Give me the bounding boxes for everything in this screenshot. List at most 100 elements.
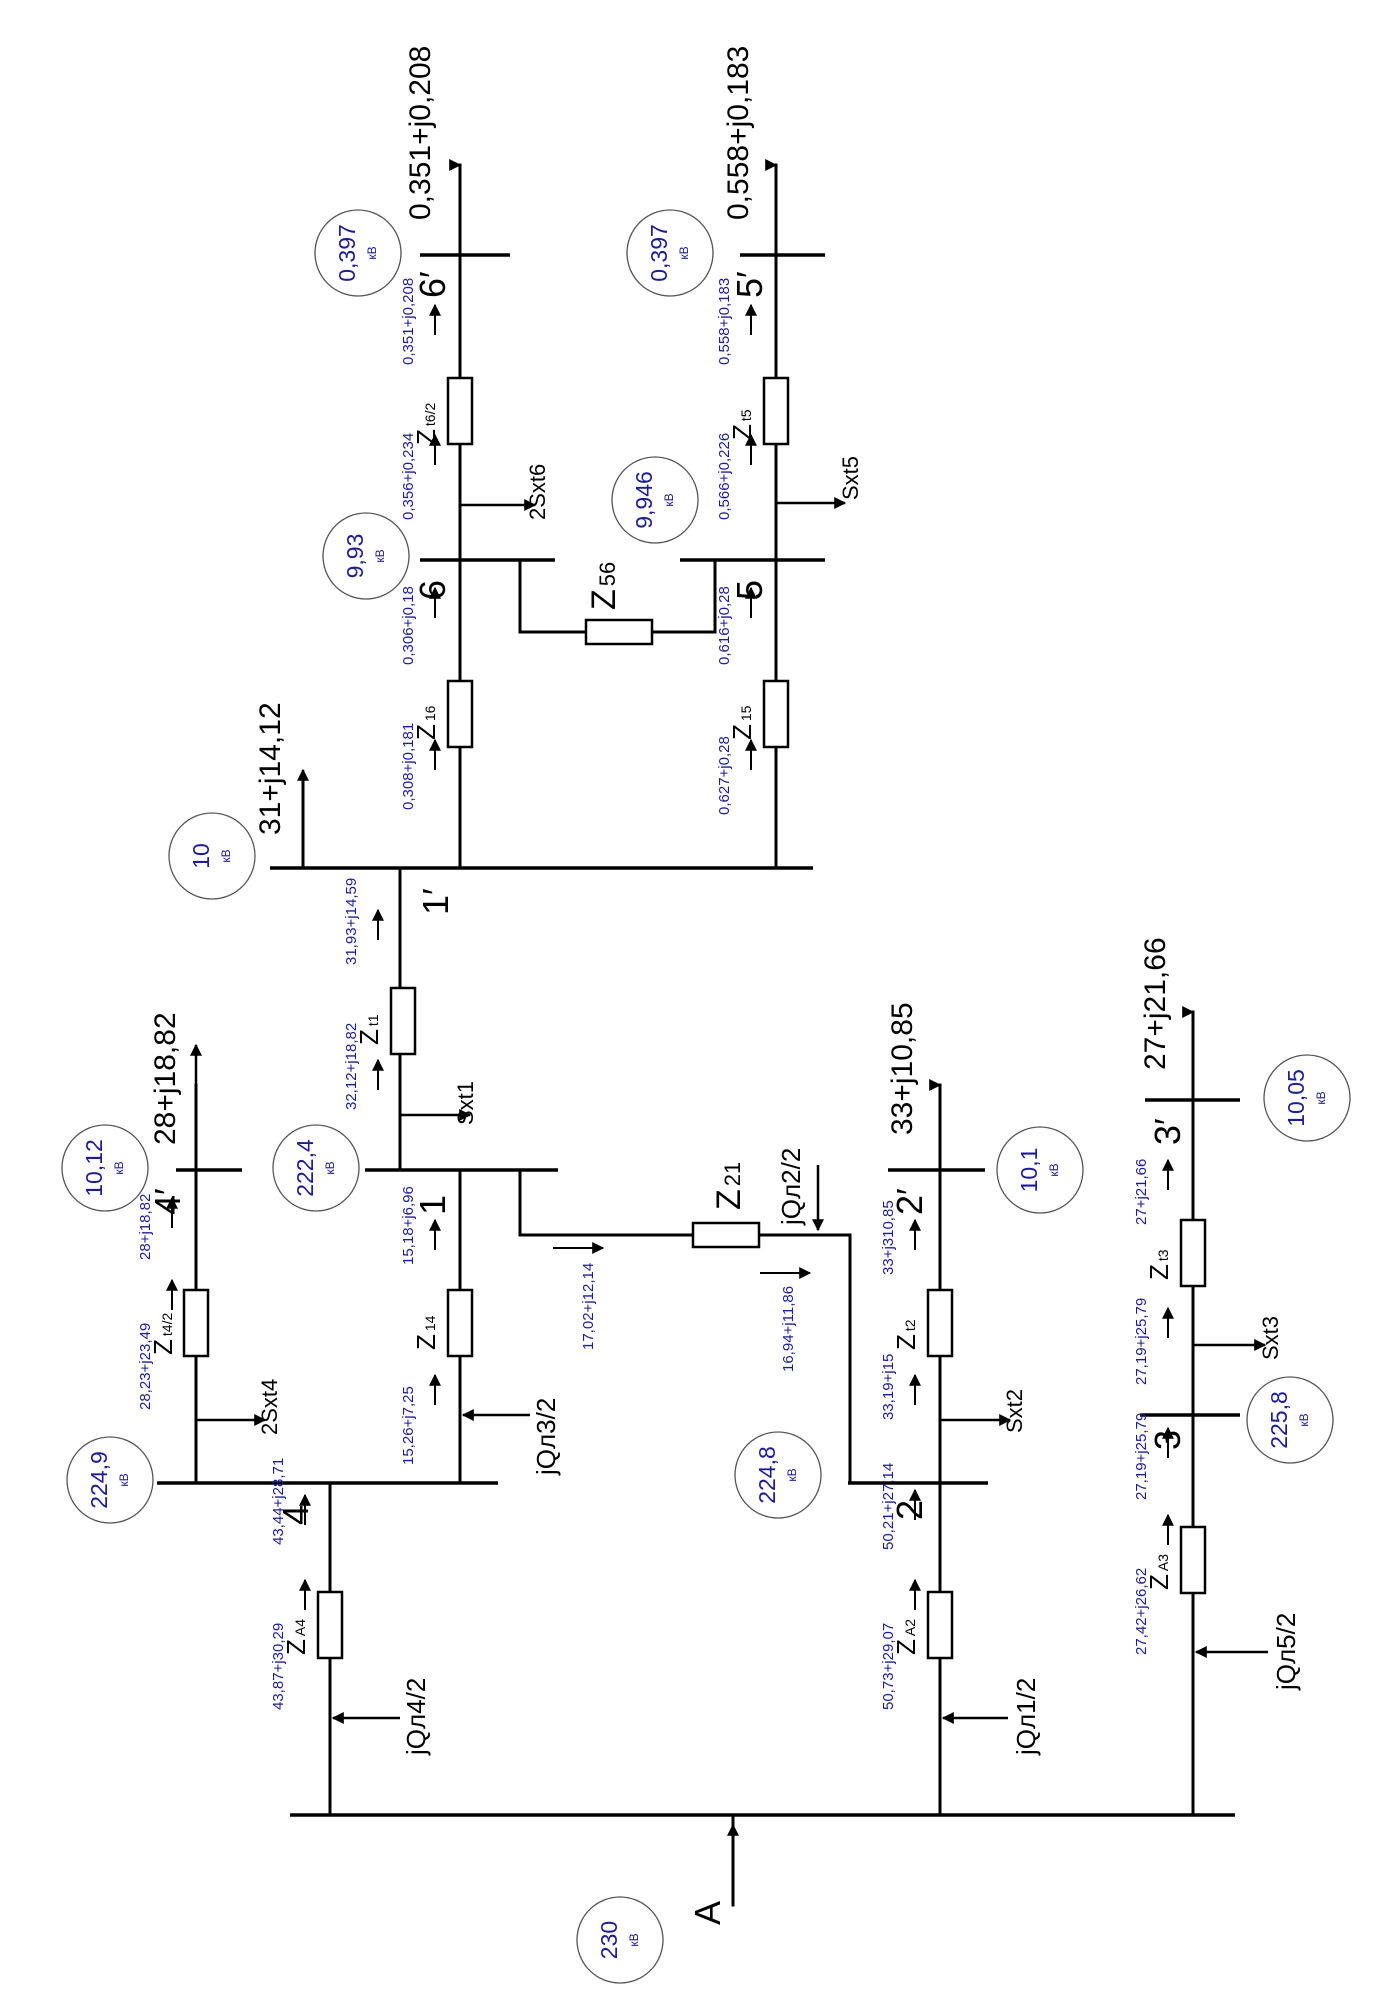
impedance-label-a3: ZA3	[1144, 1554, 1174, 1590]
impedance-label-15: Z15	[727, 705, 757, 740]
voltage-value: 9,93	[342, 534, 368, 579]
voltage-value: 0,397	[646, 224, 672, 282]
flow-label: 43,87+j30,29	[270, 1623, 287, 1710]
flow-label: 33,19+j15	[880, 1354, 897, 1420]
voltage-unit: кВ	[662, 493, 676, 506]
voltage-value: 10	[188, 843, 214, 869]
voltage-marker-a: 230 кВ	[576, 1896, 664, 1984]
flow-label: 15,18+j6,96	[400, 1186, 417, 1265]
idle-label-t2: Sхt2	[1002, 1389, 1027, 1433]
node-label-5: 5	[729, 580, 770, 600]
voltage-marker-4: 224,9 кВ	[66, 1436, 154, 1524]
impedance-label-a4: ZA4	[281, 1619, 311, 1655]
flow-label: 0,566+j0,226	[716, 433, 733, 520]
node-label-5p: 5′	[729, 271, 770, 298]
flow-label: 43,44+j28,71	[270, 1458, 287, 1545]
voltage-value: 10,12	[81, 1139, 107, 1197]
impedance-t3	[1179, 1218, 1207, 1288]
flow-label: 50,73+j29,07	[880, 1623, 897, 1710]
voltage-marker-1p: 10 кВ	[168, 812, 256, 900]
reactive-label-l4: jQл4/2	[401, 1678, 431, 1756]
node-label-6p: 6′	[412, 271, 453, 298]
impedance-elements	[182, 376, 1207, 1660]
flow-label: 31,93+j14,59	[343, 878, 360, 965]
idle-label-t1: Sхt1	[453, 1081, 478, 1125]
idle-labels: 2Sхt4 Sхt1 2Sхt6 Sхt5 Sхt2 Sхt3	[257, 456, 1283, 1435]
node-label-4: 4	[275, 1505, 316, 1525]
impedance-label-21: Z21	[710, 1162, 748, 1210]
node-label-1p: 1′	[415, 888, 456, 915]
voltage-unit: кВ	[677, 246, 691, 259]
impedance-t5	[762, 376, 790, 446]
voltage-marker-3p: 10,05 кВ	[1263, 1054, 1351, 1142]
flow-label: 0,308+j0,181	[400, 723, 417, 810]
voltage-marker-2p: 10,1 кВ	[996, 1126, 1084, 1214]
voltage-marker-3: 225,8 кВ	[1246, 1376, 1334, 1464]
reactive-labels: jQл4/2 jQл3/2 jQл2/2 jQл1/2 jQл5/2	[401, 1148, 1301, 1756]
voltage-marker-6p: 0,397 кВ	[314, 209, 402, 297]
impedance-21	[691, 1221, 761, 1249]
idle-label-t4: 2Sхt4	[257, 1379, 282, 1435]
node-label-2p: 2′	[889, 1188, 930, 1215]
impedance-label-56: Z56	[585, 562, 623, 610]
voltage-markers: 230 кВ 224,9 кВ 222,4 кВ 10,12 кВ 10	[61, 209, 1351, 1984]
load-labels: 28+j18,82 31+j14,12 0,351+j0,208 0,558+j…	[149, 46, 1172, 1145]
impedance-15	[762, 679, 790, 749]
voltage-value: 0,397	[334, 224, 360, 282]
flow-label: 0,616+j0,28	[716, 586, 733, 665]
voltage-unit: кВ	[785, 1468, 799, 1481]
voltage-value: 224,8	[754, 1446, 780, 1504]
flow-label: 27+j21,66	[1133, 1159, 1150, 1225]
node-label-4p: 4′	[147, 1188, 188, 1215]
voltage-marker-4p: 10,12 кВ	[61, 1124, 149, 1212]
impedance-t6	[446, 376, 474, 446]
flow-label: 0,356+j0,234	[400, 433, 417, 520]
impedance-label-t5: Zt5	[727, 409, 757, 440]
flow-label: 28+j18,82	[137, 1194, 154, 1260]
impedance-t4	[182, 1288, 210, 1358]
flow-label: 16,94+j11,86	[780, 1286, 797, 1372]
impedance-label-14: Z14	[411, 1315, 441, 1350]
voltage-unit: кВ	[1314, 1091, 1328, 1104]
voltage-value: 10,1	[1016, 1148, 1042, 1193]
flow-label: 0,351+j0,208	[400, 278, 417, 365]
voltage-unit: кВ	[112, 1161, 126, 1174]
reactive-label-l1: jQл1/2	[1011, 1678, 1041, 1756]
impedance-t2	[926, 1288, 954, 1358]
voltage-unit: кВ	[323, 1161, 337, 1174]
node-label-a: A	[687, 1901, 728, 1925]
idle-label-t6: 2Sхt6	[525, 464, 550, 520]
flow-label: 27,19+j25,79	[1133, 1413, 1150, 1500]
impedance-a3	[1179, 1525, 1207, 1595]
idle-label-t5: Sхt5	[838, 456, 863, 500]
voltage-unit: кВ	[1047, 1163, 1061, 1176]
idle-label-t3: Sхt3	[1258, 1316, 1283, 1360]
node-label-2: 2	[889, 1500, 930, 1520]
load-label-4p: 28+j18,82	[149, 1012, 182, 1145]
flow-label: 27,42+j26,62	[1133, 1568, 1150, 1655]
voltage-unit: кВ	[117, 1473, 131, 1486]
arrows	[166, 303, 1268, 1905]
flow-label: 33+j310,85	[880, 1200, 897, 1275]
flow-label: 0,306+j0,18	[400, 586, 417, 665]
flow-label: 0,627+j0,28	[716, 736, 733, 815]
impedance-a2	[926, 1590, 954, 1660]
voltage-unit: кВ	[1297, 1413, 1311, 1426]
voltage-marker-1: 222,4 кВ	[272, 1124, 360, 1212]
node-label-1: 1	[412, 1195, 453, 1215]
impedance-14	[446, 1288, 474, 1358]
voltage-value: 224,9	[86, 1451, 112, 1509]
voltage-value: 10,05	[1283, 1069, 1309, 1127]
load-label-3p: 27+j21,66	[1139, 937, 1172, 1070]
impedance-label-t2: Zt2	[891, 1319, 921, 1350]
node-label-3: 3	[1147, 1430, 1188, 1450]
load-label-5p: 0,558+j0,183	[722, 46, 755, 220]
reactive-label-l5: jQл5/2	[1271, 1613, 1301, 1691]
voltage-marker-5: 9,946 кВ	[611, 456, 699, 544]
flow-label: 15,26+j7,25	[400, 1386, 417, 1465]
impedance-a4	[316, 1590, 344, 1660]
voltage-unit: кВ	[219, 849, 233, 862]
voltage-unit: кВ	[365, 246, 379, 259]
impedance-label-t6: Zt6/2	[411, 403, 441, 445]
impedance-label-t3: Zt3	[1144, 1249, 1174, 1280]
